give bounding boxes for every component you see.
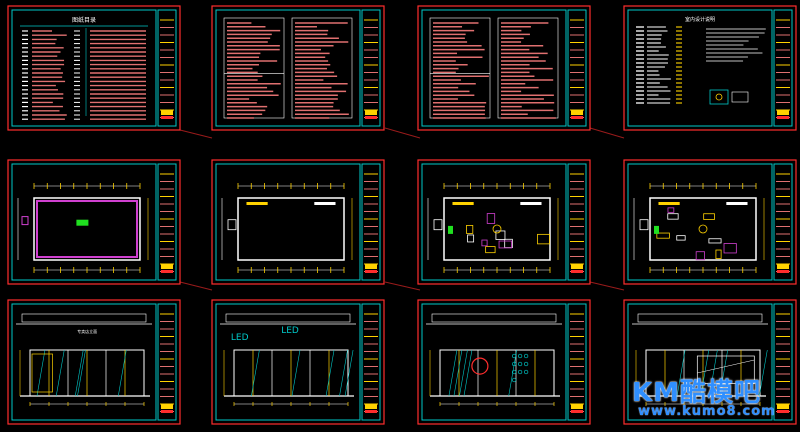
sheet-12[interactable]: [623, 299, 797, 425]
watermark-logo: KM酷模吧: [632, 378, 762, 408]
sheet-10[interactable]: LED LED: [211, 299, 385, 425]
sheet-9[interactable]: 专卖店立面: [7, 299, 181, 425]
watermark-url: www.kumo8.com: [638, 404, 776, 419]
sheet-6[interactable]: [211, 159, 385, 285]
elevation-label: LED: [281, 326, 299, 336]
sheet-4[interactable]: 室内设计说明: [623, 5, 797, 131]
sheet-5[interactable]: [7, 159, 181, 285]
sheet-2[interactable]: [211, 5, 385, 131]
watermark: KM酷模吧 www.kumo8.com: [632, 372, 800, 428]
sheet-3[interactable]: [417, 5, 591, 131]
elevation-label-2: LED: [231, 333, 249, 343]
sheet-title: 图纸目录: [72, 16, 96, 24]
sheet-8[interactable]: [623, 159, 797, 285]
sheet-title: 室内设计说明: [685, 16, 715, 23]
sheet-7[interactable]: [417, 159, 591, 285]
sheet-11[interactable]: [417, 299, 591, 425]
sheet-1[interactable]: 图纸目录: [7, 5, 181, 131]
elevation-label: 专卖店立面: [77, 328, 97, 334]
